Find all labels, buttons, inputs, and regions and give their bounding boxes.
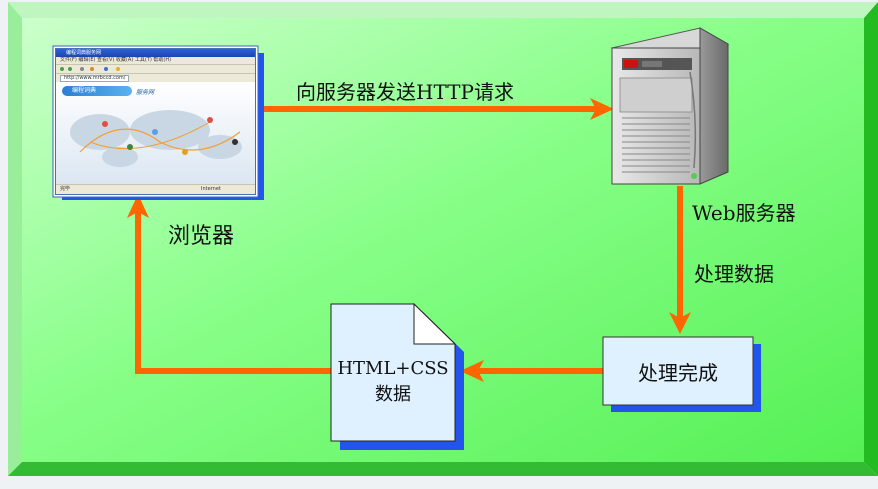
browser-label: 浏览器 — [168, 224, 235, 249]
back-icon — [60, 67, 64, 71]
refresh-icon — [80, 67, 84, 71]
document-icon — [330, 302, 464, 450]
request-arrow — [258, 98, 614, 120]
status-left: 完毕 — [60, 186, 71, 192]
browser-toolbar — [56, 65, 255, 74]
process-complete-box — [602, 336, 761, 412]
server-tower-icon — [610, 27, 730, 185]
status-zone: Internet — [201, 186, 221, 192]
search-icon — [104, 67, 108, 71]
home-icon — [90, 67, 94, 71]
world-map-image — [70, 110, 242, 167]
browser-title-bar: 编程词典服务网 — [56, 49, 255, 57]
address-field: http://www.mrbccd.com/ — [60, 75, 130, 82]
document-label-line2: 数据 — [375, 384, 411, 405]
site-brand: 服务网 — [136, 89, 155, 96]
browser-status-bar: 完毕 Internet — [56, 184, 255, 194]
favorites-icon — [116, 67, 120, 71]
browser-menu-bar: 文件(F) 编辑(E) 查看(V) 收藏(A) 工具(T) 帮助(H) — [56, 57, 255, 65]
web-server-label: Web服务器 — [692, 201, 796, 225]
forward-icon — [68, 67, 72, 71]
process-data-label: 处理数据 — [694, 262, 774, 286]
process-arrow — [669, 186, 691, 334]
back-to-browser-arrow — [127, 194, 332, 374]
document-label: HTML+CSS 数据 — [330, 356, 456, 408]
return-arrow — [460, 360, 603, 382]
request-label: 向服务器发送HTTP请求 — [296, 80, 514, 104]
document-label-line1: HTML+CSS — [337, 358, 449, 379]
browser-screenshot: 编程词典服务网 文件(F) 编辑(E) 查看(V) 收藏(A) 工具(T) 帮助… — [55, 48, 256, 195]
process-complete-label: 处理完成 — [638, 360, 718, 385]
site-logo: 编程词典 — [62, 86, 132, 96]
browser-content: 编程词典 服务网 — [56, 82, 255, 185]
